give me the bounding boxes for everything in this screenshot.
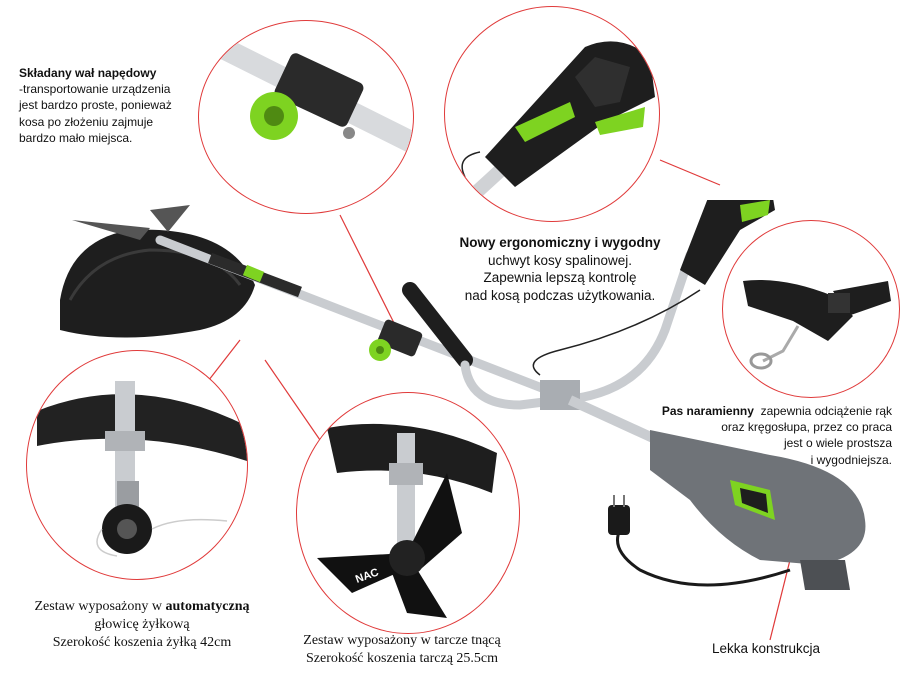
cutting-blade-icon: NAC	[317, 423, 497, 618]
light-caption: Lekka konstrukcja	[712, 641, 821, 656]
trimmer-head-icon	[37, 381, 247, 557]
strap-callout-line: i wygodniejsza.	[810, 452, 892, 467]
folding-shaft-closeup	[198, 20, 414, 214]
cutting-blade-closeup: NAC	[296, 392, 520, 634]
trimmer-head-closeup	[26, 350, 248, 580]
handle-callout-line: nad kosą podczas użytkowania.	[464, 287, 656, 303]
shaft-callout-title: Składany wał napędowy	[19, 66, 157, 80]
power-plug-icon	[608, 505, 630, 535]
strap-callout-line: jest o wiele prostsza	[783, 436, 892, 451]
trimmer-head-caption: Zestaw wyposażony w automatyczną głowicę…	[8, 598, 276, 653]
shaft-callout-line: jest bardzo proste, ponieważ	[19, 98, 172, 113]
trimmer-head-caption-prefix: Zestaw wyposażony w	[34, 599, 166, 614]
handle-callout-line: uchwyt kosy spalinowej.	[487, 252, 633, 268]
strap-callout: Pas naramienny zapewnia odciążenie rąk o…	[610, 403, 892, 468]
shaft-callout: Składany wał napędowy -transportowanie u…	[19, 65, 209, 146]
shaft-callout-line: -transportowanie urządzenia	[19, 82, 171, 97]
trimmer-head-caption-line: głowicę żyłkową	[94, 617, 190, 633]
strap-callout-title: Pas naramienny	[661, 404, 754, 418]
shaft-callout-line: kosa po złożeniu zajmuje	[19, 114, 154, 129]
handle-callout-title: Nowy ergonomiczny i wygodny	[459, 235, 661, 250]
strap-callout-title-rest: zapewnia odciążenie rąk	[760, 404, 892, 418]
brush-cutter-icon	[60, 200, 866, 590]
trimmer-head-caption-line: Szerokość koszenia żyłką 42cm	[52, 635, 232, 651]
handle-callout: Nowy ergonomiczny i wygodny uchwyt kosy …	[440, 234, 680, 304]
handle-grip-icon	[445, 41, 655, 221]
strap-callout-line: oraz kręgosłupa, przez co praca	[721, 420, 892, 435]
handle-grip-closeup	[444, 6, 660, 222]
blade-caption: Zestaw wyposażony w tarcze tnącą Szeroko…	[272, 632, 532, 668]
shaft-callout-line: bardzo mało miejsca.	[19, 130, 133, 145]
shoulder-strap-icon	[743, 280, 891, 370]
blade-caption-line: Zestaw wyposażony w tarcze tnącą	[303, 633, 501, 648]
trimmer-head-caption-bold: automatyczną	[165, 599, 250, 614]
folding-knob-icon	[199, 23, 413, 156]
handle-callout-line: Zapewnia lepszą kontrolę	[483, 270, 637, 286]
blade-caption-line: Szerokość koszenia tarczą 25.5cm	[305, 651, 499, 667]
shoulder-strap-closeup	[722, 220, 900, 398]
